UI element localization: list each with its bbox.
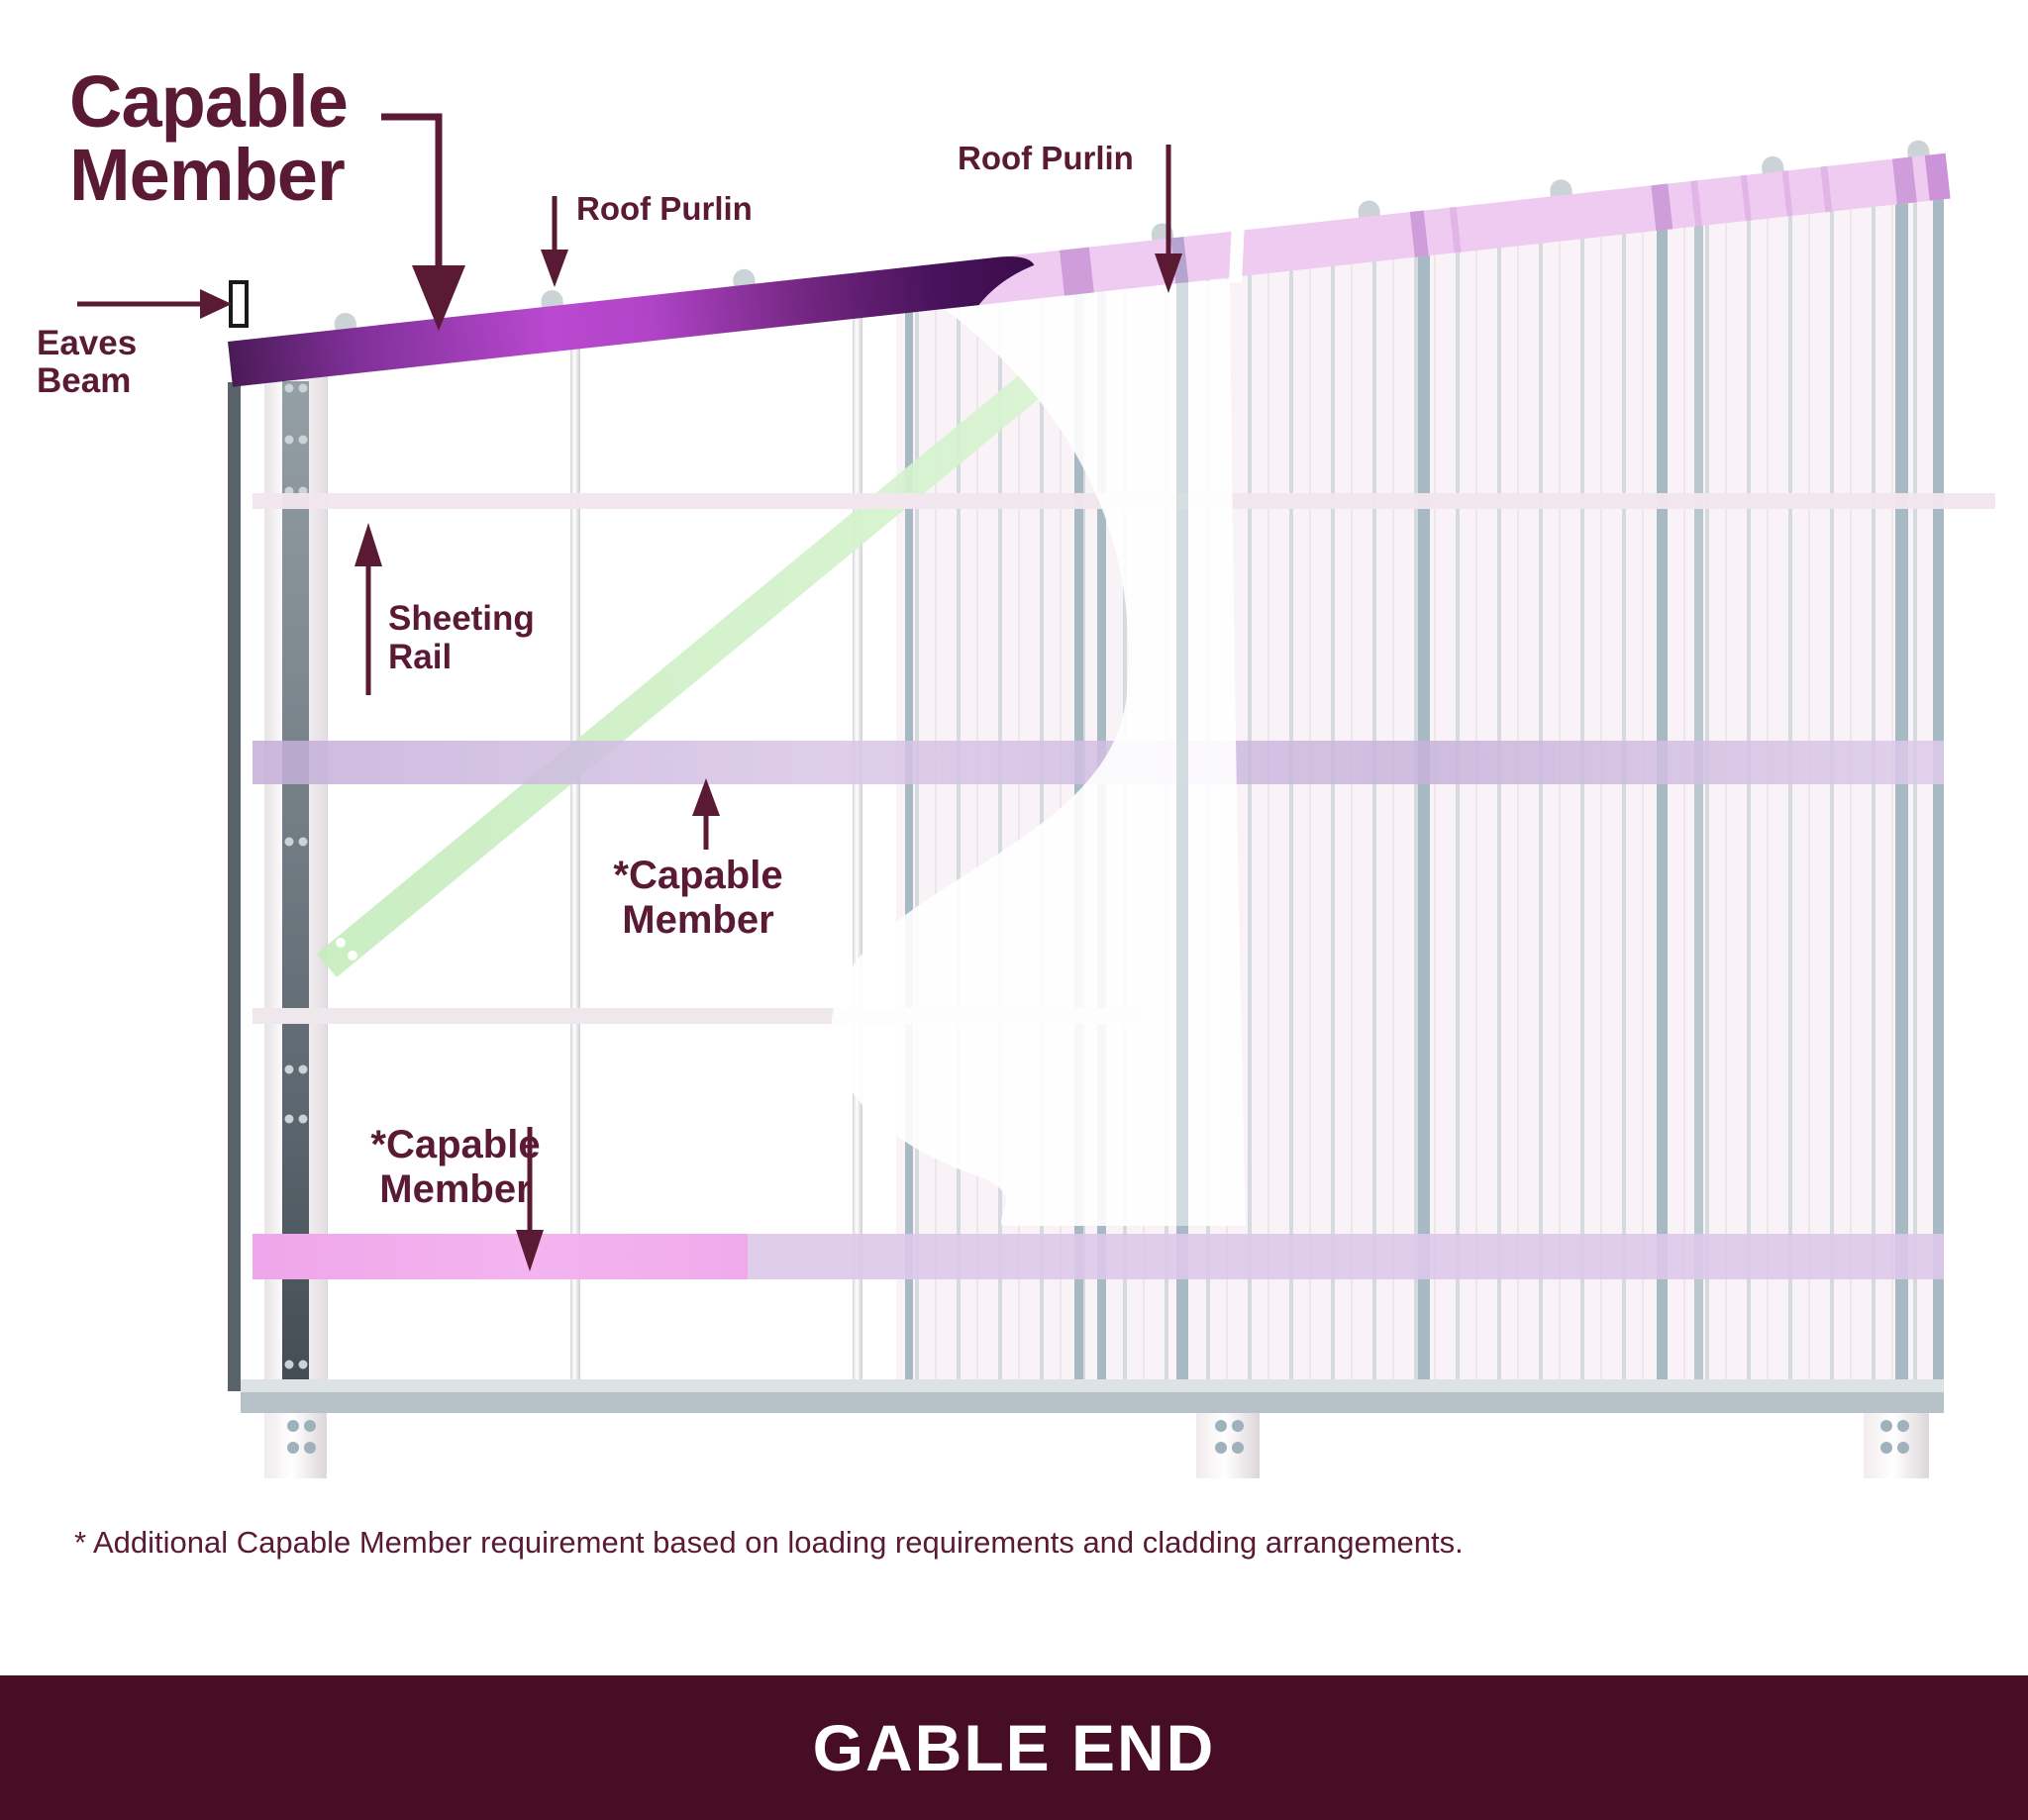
- sheeting-rail-arrow: [355, 523, 382, 695]
- footnote: * Additional Capable Member requirement …: [74, 1525, 1464, 1560]
- mid-capable-member-line1: *Capable: [613, 854, 783, 897]
- eaves-beam-label: Eaves Beam: [37, 325, 137, 400]
- low-capable-member: [253, 1234, 748, 1279]
- sheeting-rail-label: Sheeting Rail: [388, 599, 535, 676]
- roof-beam-faded-bands: [1059, 152, 1951, 296]
- roof-capable-member: [228, 256, 1035, 387]
- diagonal-brace: [317, 374, 1040, 977]
- roof-purlin-label-2: Roof Purlin: [958, 140, 1134, 176]
- low-capable-member-label: *Capable Member: [356, 1123, 555, 1212]
- title-banner: GABLE END: [0, 1675, 2028, 1820]
- cladding-overlay: [831, 279, 1246, 1226]
- low-capable-member-line2: Member: [379, 1166, 532, 1211]
- capable-heading-arrow: [381, 113, 465, 331]
- capable-member-heading-line2: Member: [69, 134, 346, 216]
- sheeting-rail-label-line2: Rail: [388, 637, 453, 676]
- roof-purlin-1-arrow: [541, 196, 568, 287]
- roof-beam-gap: [1229, 225, 1245, 283]
- low-capable-arrow: [516, 1127, 544, 1271]
- mid-capable-member-line2: Member: [622, 897, 774, 942]
- capable-member-heading-line1: Capable: [69, 60, 349, 143]
- low-capable-member-faded: [738, 1234, 1944, 1279]
- roof-purlin-label-1: Roof Purlin: [576, 190, 753, 227]
- capable-member-heading: Capable Member: [69, 60, 349, 216]
- footing-middle: [1196, 1413, 1260, 1478]
- footing-left: [264, 1413, 327, 1478]
- eaves-beam-symbol: [229, 280, 249, 328]
- end-column-dark: [228, 382, 241, 1391]
- eaves-beam-label-line1: Eaves: [37, 324, 138, 362]
- eaves-beam-arrow: [77, 289, 232, 319]
- roof-beam-assembly: [228, 140, 1951, 387]
- footings: [264, 1413, 1929, 1478]
- low-capable-member-line1: *Capable: [370, 1123, 541, 1166]
- column-bolts: [284, 383, 308, 1369]
- sheeting-rail-label-line1: Sheeting: [388, 599, 535, 638]
- callout-arrows: [77, 113, 1182, 1271]
- roof-purlin-2-arrow: [1155, 145, 1182, 293]
- mid-capable-arrow: [692, 778, 720, 850]
- footing-right: [1864, 1413, 1929, 1478]
- eaves-beam-label-line2: Beam: [37, 360, 132, 400]
- end-column-inset: [282, 381, 309, 1391]
- wall-studs: [318, 315, 862, 1379]
- mid-capable-member-label: *Capable Member: [594, 854, 802, 943]
- base-channel: [241, 1379, 1944, 1413]
- banner-title: GABLE END: [812, 1711, 1216, 1784]
